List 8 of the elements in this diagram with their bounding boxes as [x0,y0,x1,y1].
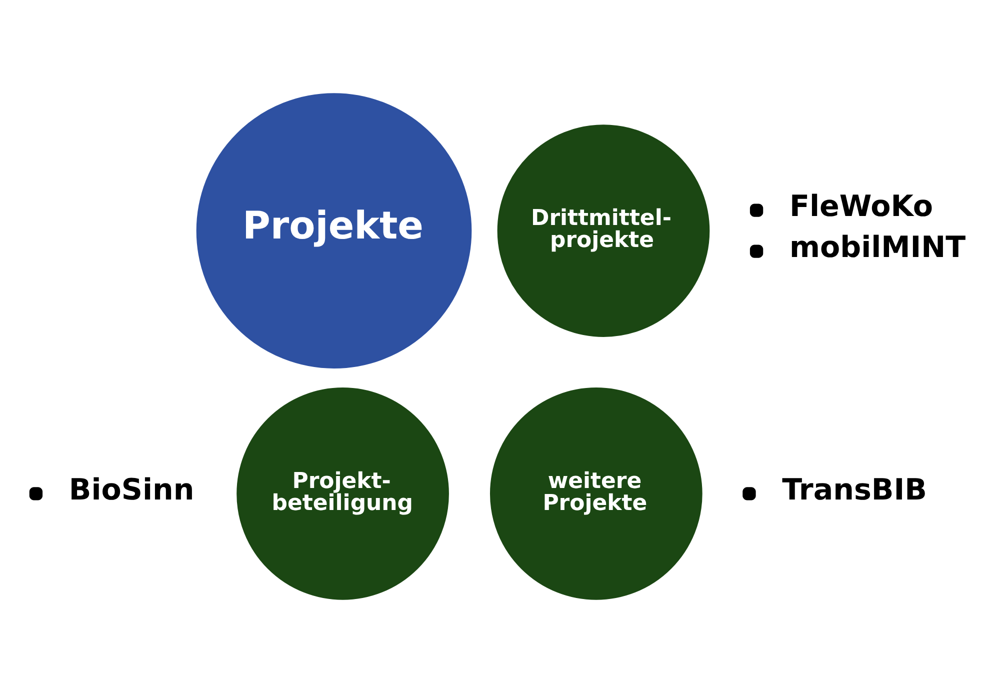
node-label: mobilMINT [789,230,966,264]
node-label: FleWoKo [789,189,934,224]
node-circle: Projekte [196,93,472,368]
node-circle: Projekt- beteiligung [236,388,449,600]
node-circle: weitere Projekte [490,388,702,600]
node-label: TransBIB [782,472,927,507]
node-circle: Drittmittel- projekte [497,124,710,337]
node-label: BioSinn [68,472,194,507]
